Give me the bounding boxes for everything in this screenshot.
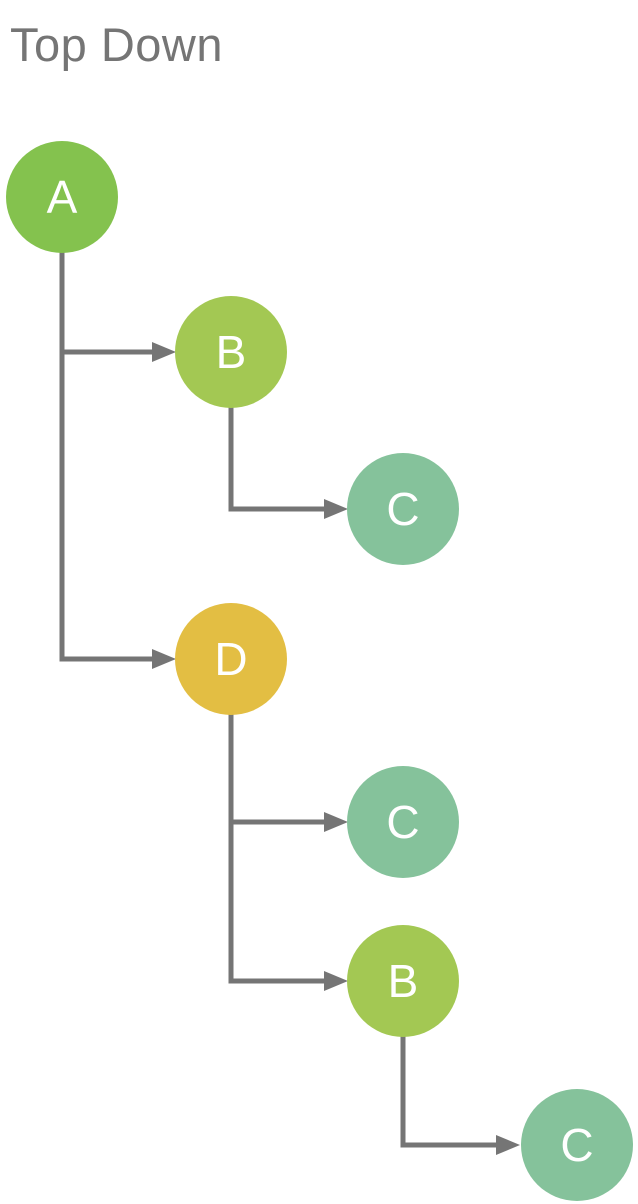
node-label: C: [560, 1119, 594, 1171]
tree-node-d[interactable]: D: [175, 603, 287, 715]
edge-b1-to-c1: [228, 406, 325, 512]
edge-d-to-b2: [228, 713, 325, 984]
tree-node-b2[interactable]: B: [347, 925, 459, 1037]
tree-node-c1[interactable]: C: [347, 453, 459, 565]
tree-node-c2[interactable]: C: [347, 766, 459, 878]
edge-a-to-b1: [59, 250, 153, 355]
arrowhead-icon: [324, 499, 348, 519]
arrowhead-icon: [324, 812, 348, 832]
node-label: C: [386, 796, 420, 848]
arrowhead-icon: [152, 649, 176, 669]
edge-b2-to-c3: [400, 1035, 497, 1148]
tree-node-c3[interactable]: C: [521, 1089, 633, 1201]
edge-a-to-d: [59, 250, 153, 662]
diagram-title: Top Down: [10, 18, 223, 71]
arrowhead-icon: [496, 1135, 520, 1155]
node-label: A: [46, 171, 78, 223]
node-label: C: [386, 483, 420, 535]
tree-node-a[interactable]: A: [6, 141, 118, 253]
arrowhead-icon: [152, 342, 176, 362]
node-label: D: [214, 633, 248, 685]
tree-node-b1[interactable]: B: [175, 296, 287, 408]
node-label: B: [215, 326, 247, 378]
node-label: B: [387, 955, 419, 1007]
edge-d-to-c2: [228, 713, 325, 825]
arrowhead-icon: [324, 971, 348, 991]
